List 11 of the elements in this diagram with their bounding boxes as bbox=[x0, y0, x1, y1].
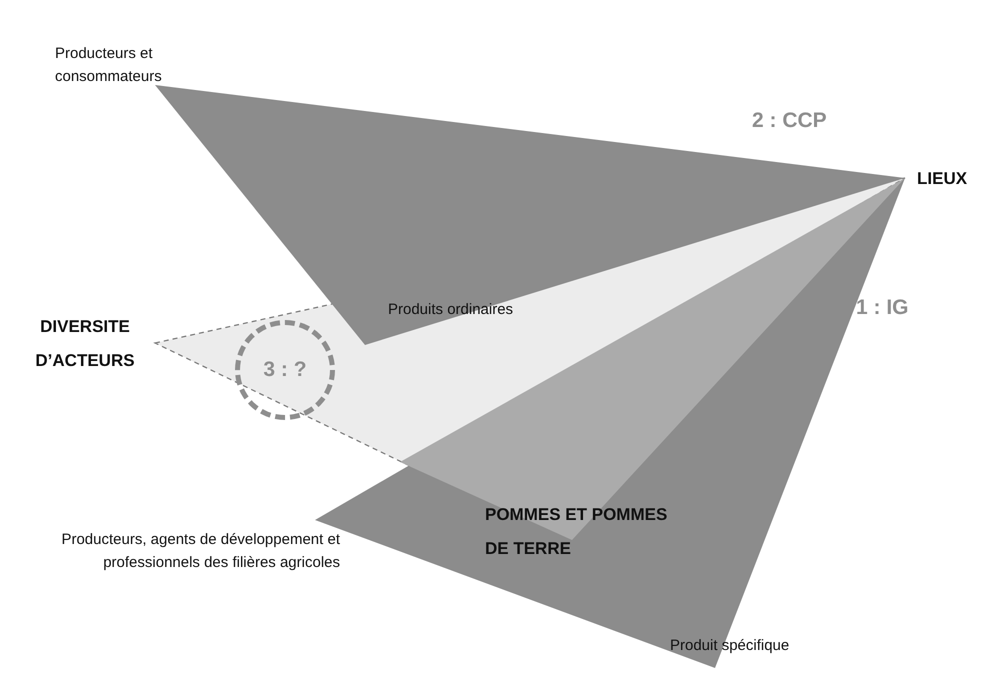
axis-label: LIEUX bbox=[917, 168, 968, 190]
axis-label: DIVERSITE D’ACTEURS bbox=[34, 316, 136, 372]
product-label: Produits ordinaires bbox=[388, 300, 514, 320]
category-label: 2 : CCP bbox=[752, 108, 828, 134]
product-label: Produit spécifique bbox=[670, 636, 790, 656]
group-label: Producteurs, agents de développement et professionnels des filières agricoles bbox=[60, 530, 340, 574]
group-label: Producteurs et consommateurs bbox=[55, 44, 163, 88]
product-label: POMMES ET POMMES DE TERRE bbox=[485, 504, 668, 560]
category-label: 1 : IG bbox=[856, 295, 910, 321]
circle-label: 3 : ? bbox=[263, 358, 307, 382]
dashed-circle bbox=[235, 320, 335, 420]
